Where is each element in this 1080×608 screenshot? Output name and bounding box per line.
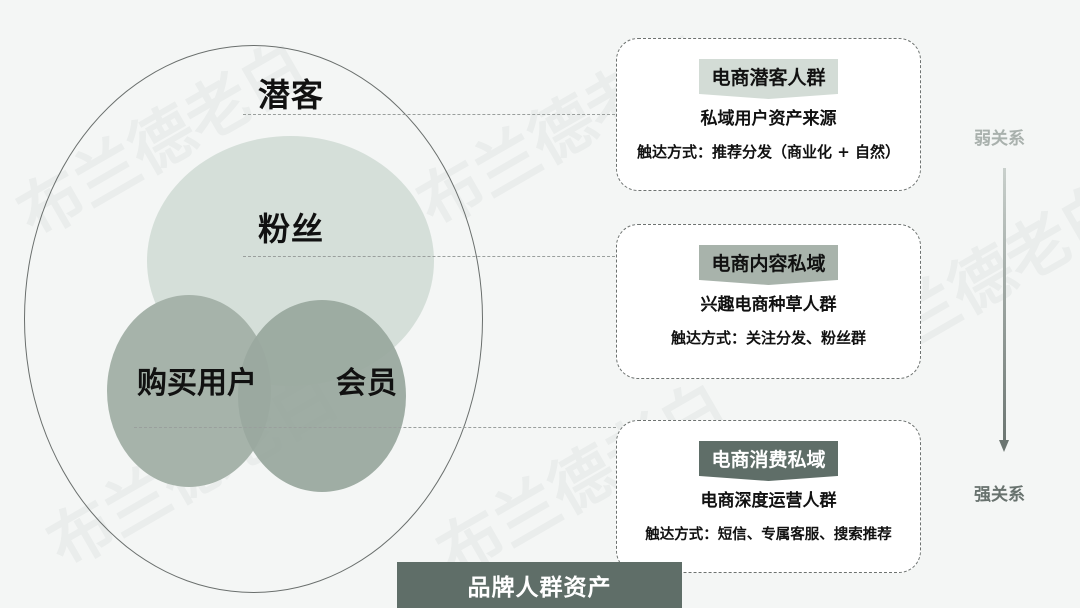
- card-tag: 电商潜客人群: [699, 59, 838, 94]
- prospects-label: 潜客: [258, 76, 325, 114]
- card-subtitle: 私域用户资产来源: [700, 109, 837, 129]
- connector-line-prospects: [243, 114, 615, 115]
- prospects-circle: [24, 45, 483, 593]
- members-label: 会员: [336, 366, 398, 401]
- card-reach-method: 触达方式：短信、专属客服、搜索推荐: [645, 527, 892, 543]
- card-tag: 电商消费私域: [699, 441, 838, 476]
- relationship-arrow-shaft: [1003, 168, 1006, 443]
- members-circle: [238, 300, 406, 492]
- card-consumer-private-domain: 电商消费私域 电商深度运营人群 触达方式：短信、专属客服、搜索推荐: [616, 420, 921, 573]
- card-subtitle: 兴趣电商种草人群: [700, 295, 837, 315]
- card-content-private-domain: 电商内容私域 兴趣电商种草人群 触达方式：关注分发、粉丝群: [616, 224, 921, 379]
- card-subtitle: 电商深度运营人群: [700, 491, 837, 511]
- buyers-label: 购买用户: [137, 366, 257, 401]
- card-reach-method: 触达方式：推荐分发（商业化 + 自然）: [636, 143, 900, 161]
- connector-line-consumers: [134, 427, 616, 428]
- connector-line-fans: [243, 256, 615, 257]
- fans-label: 粉丝: [258, 210, 325, 248]
- diagram-title-banner: 品牌人群资产: [397, 562, 682, 608]
- down-arrow-icon: [999, 440, 1009, 452]
- card-prospect-crowd: 电商潜客人群 私域用户资产来源 触达方式：推荐分发（商业化 + 自然）: [616, 38, 921, 191]
- weak-relationship-label: 弱关系: [974, 129, 1025, 149]
- card-reach-method: 触达方式：关注分发、粉丝群: [670, 329, 866, 347]
- strong-relationship-label: 强关系: [974, 485, 1025, 505]
- card-tag: 电商内容私域: [699, 245, 838, 280]
